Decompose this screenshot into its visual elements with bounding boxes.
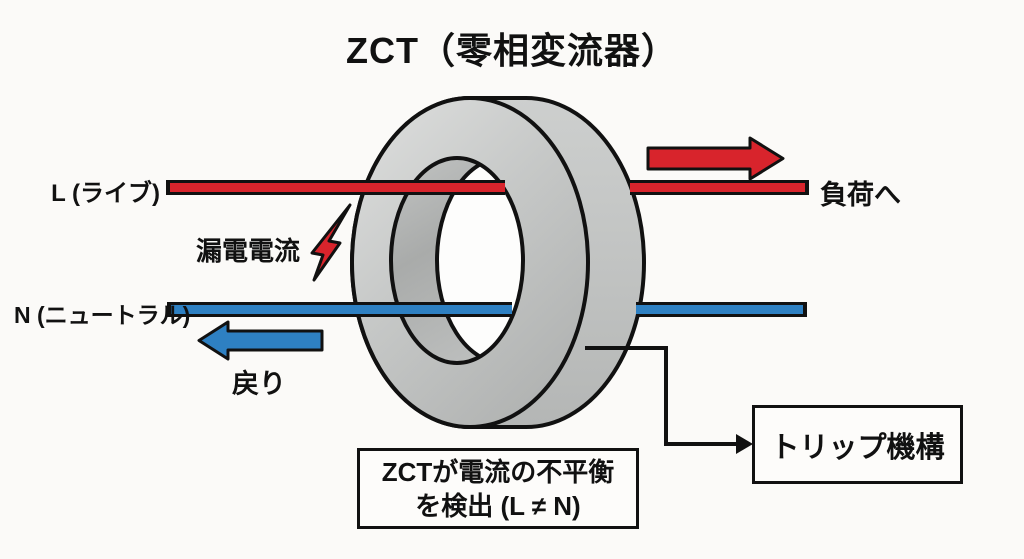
diagram-title: ZCT（零相変流器） xyxy=(346,30,678,71)
arrow-left-icon xyxy=(197,320,324,361)
trip-connector-arrowhead xyxy=(736,434,753,454)
live-wire-label: L (ライブ) xyxy=(51,180,160,207)
detection-note-line2: を検出 (L ≠ N) xyxy=(415,490,581,521)
leakage-current-label: 漏電電流 xyxy=(196,236,301,266)
lightning-bolt-icon xyxy=(310,203,352,282)
detection-note-box: ZCTが電流の不平衡 を検出 (L ≠ N) xyxy=(357,448,639,529)
neutral-wire-label: N (ニュートラル) xyxy=(14,302,191,328)
to-load-label: 負荷へ xyxy=(820,180,901,210)
trip-mechanism-box: トリップ機構 xyxy=(752,405,963,484)
torus-hole-outline xyxy=(389,156,525,365)
trip-mechanism-label: トリップ機構 xyxy=(770,431,945,464)
return-label: 戻り xyxy=(232,369,286,399)
trip-connector-line xyxy=(585,346,737,446)
arrow-right-icon xyxy=(646,136,785,181)
detection-note-line1: ZCTが電流の不平衡 xyxy=(381,456,615,487)
